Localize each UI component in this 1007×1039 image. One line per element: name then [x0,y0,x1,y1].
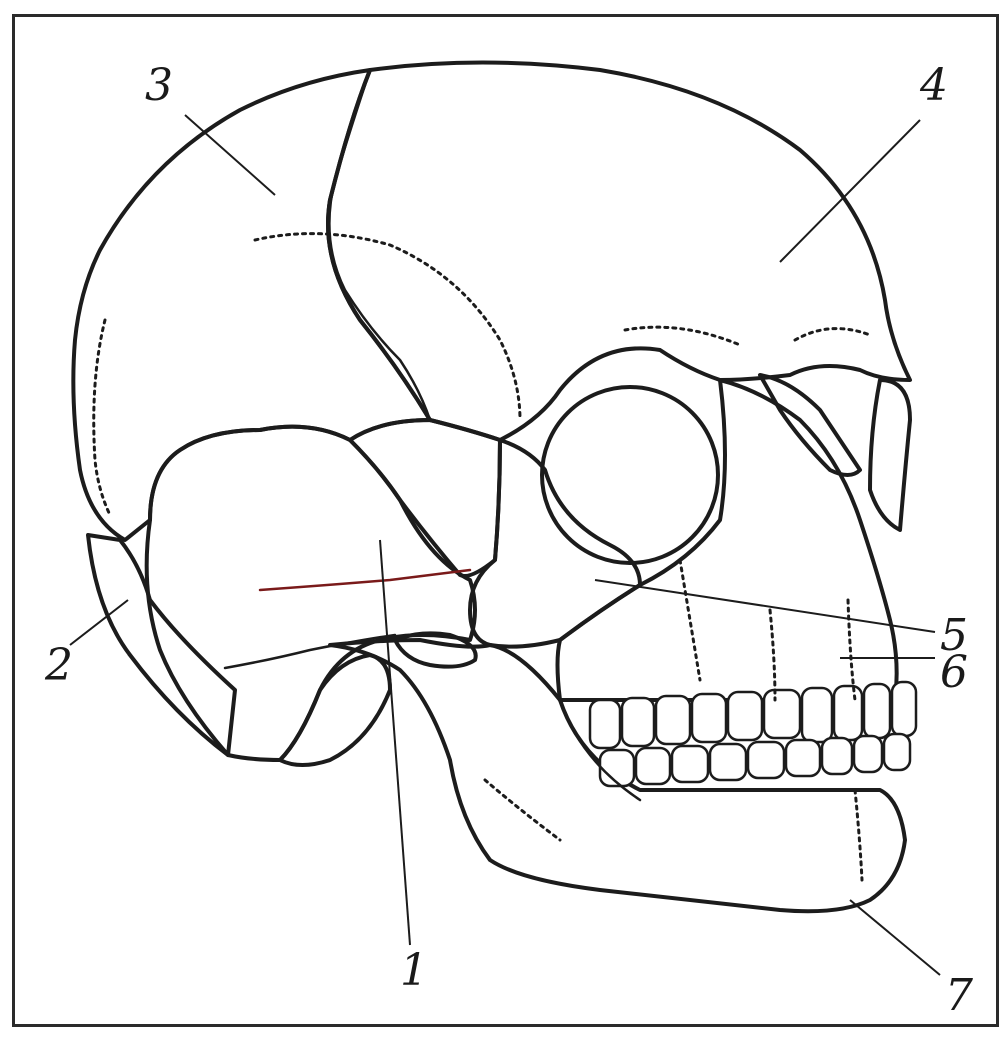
mastoid-process [280,655,390,765]
tooth [692,694,726,742]
tooth [822,738,852,774]
maxilla-hatch-1 [680,560,700,680]
tooth [786,740,820,776]
orbit [542,387,718,563]
tooth [590,700,620,748]
zygomatic-arch-line [260,570,470,590]
nasal-bone [760,375,860,475]
zygomatic-bone [470,440,640,647]
squamous-line [225,635,395,668]
tooth [854,736,882,772]
lambdoid-hatch [94,320,110,515]
label-7: 7 [945,970,973,1021]
brow-hatch-right [795,329,870,340]
tooth [802,688,832,742]
tooth [636,748,670,784]
label-1: 1 [400,945,428,996]
tooth [728,692,762,740]
label-3: 3 [145,60,173,111]
temporal-line [255,234,520,420]
leader-5 [595,580,935,632]
tooth [834,686,862,740]
label-2: 2 [44,640,73,691]
tooth [672,746,708,782]
leader-3 [185,115,275,195]
mandible-hatch [485,780,560,840]
leader-7 [850,900,940,975]
nasal-cavity [870,380,910,530]
tooth [864,684,890,738]
tooth [710,744,746,780]
coronal-suture [329,70,430,420]
maxilla-hatch-2 [770,610,775,700]
tooth [656,696,690,744]
label-6: 6 [940,647,968,698]
tooth [622,698,654,746]
leader-4 [780,120,920,262]
tooth [748,742,784,778]
tooth [600,750,634,786]
brow-hatch-left [625,327,740,345]
label-4: 4 [919,60,948,111]
tooth [764,690,800,738]
leader-1 [380,540,410,945]
teeth [590,682,916,786]
occipital-bone [88,535,235,755]
tooth [892,682,916,736]
maxilla [558,380,897,700]
sphenoid-bone [350,420,500,576]
chin-hatch [855,790,862,880]
tooth [884,734,910,770]
